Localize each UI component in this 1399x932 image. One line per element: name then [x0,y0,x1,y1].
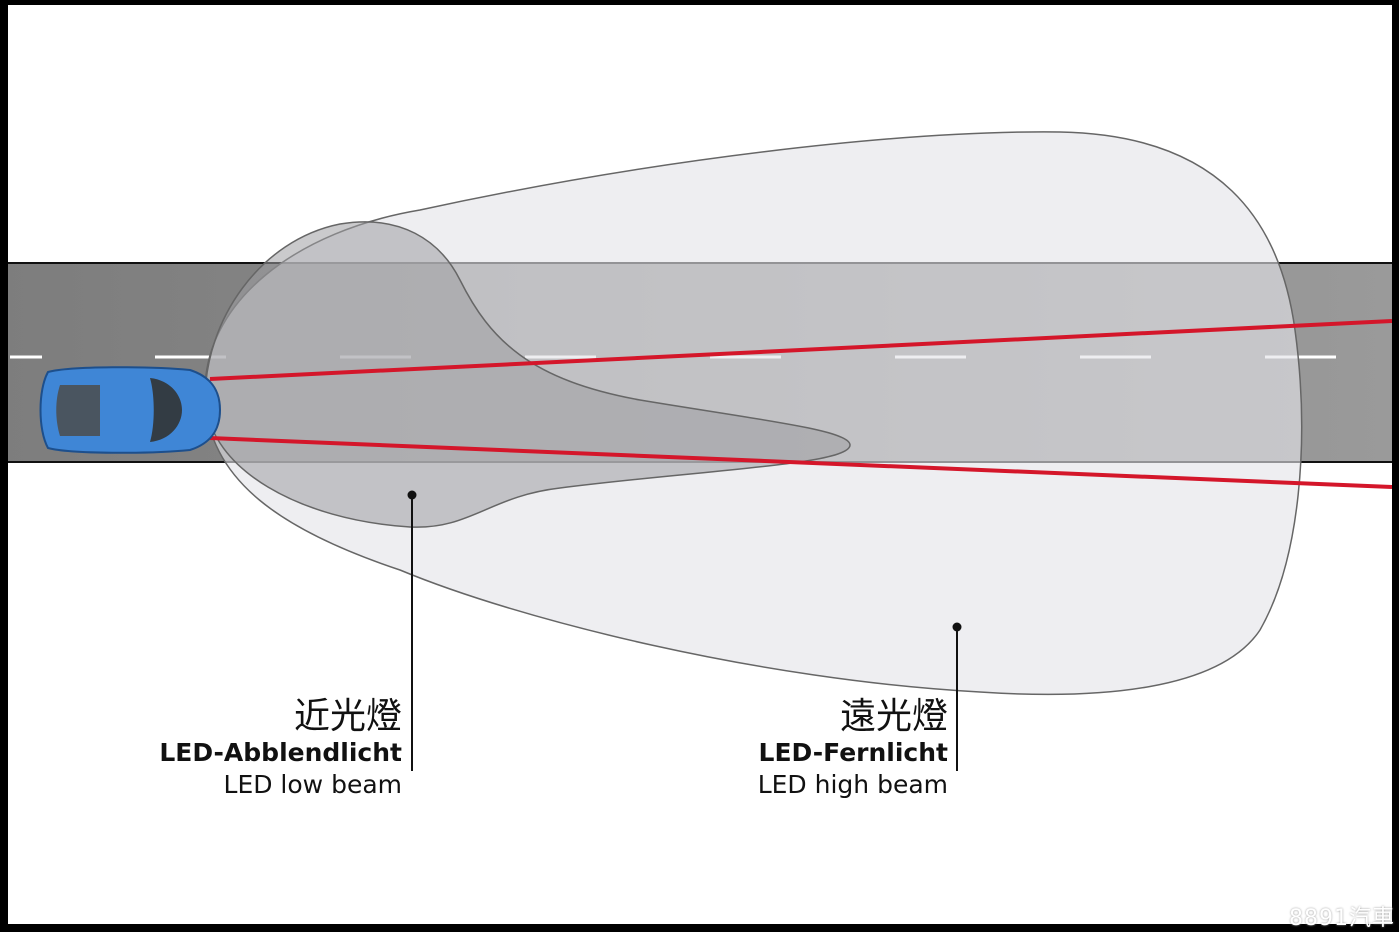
beam-line-upper [209,319,1392,381]
low-beam-chinese: 近光燈 [293,696,402,737]
high-beam-label: 遠光燈 LED-Fernlicht LED high beam [758,697,948,801]
leader-high-beam [952,622,962,771]
headlight-diagram: 近光燈 LED-Abblendlicht LED low beam 遠光燈 LE… [8,5,1392,924]
leader-low-beam [407,490,417,771]
car [39,366,222,454]
low-beam-area [204,221,851,528]
high-beam-chinese: 遠光燈 [839,696,948,737]
beam-line-lower [209,436,1392,489]
high-beam-english: LED high beam [757,770,948,799]
low-beam-english: LED low beam [223,770,402,799]
high-beam-area [204,131,1303,696]
low-beam-german: LED-Abblendlicht [159,738,402,767]
watermark: 8891汽車 [1289,906,1395,931]
low-beam-label: 近光燈 LED-Abblendlicht LED low beam [159,697,402,801]
high-beam-german: LED-Fernlicht [758,738,948,767]
diagram-graphic [8,131,1392,771]
